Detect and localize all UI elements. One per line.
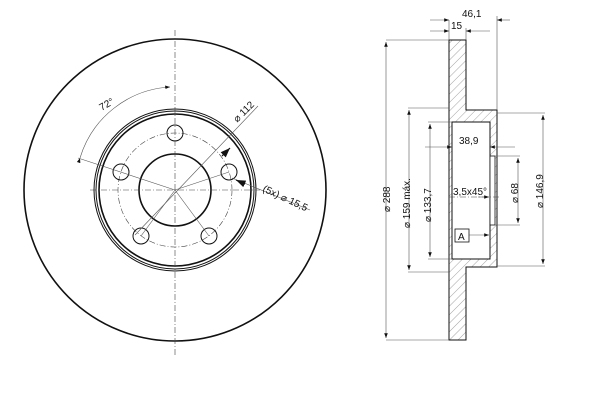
diameter-max-label: ⌀ 159 máx. xyxy=(402,178,413,228)
thickness-label: 15 xyxy=(451,21,463,32)
overall-height-label: 46,1 xyxy=(462,9,482,20)
hat-diameter-label: ⌀ 146,9 xyxy=(535,174,546,208)
angle-label: 72° xyxy=(98,96,117,113)
bolt-hole xyxy=(132,227,150,245)
holes-label: (5x) ⌀ 15,5 xyxy=(261,184,310,215)
datum-box xyxy=(454,228,470,243)
chamfer-label: 3,5x45° xyxy=(453,187,487,198)
bolt-hole xyxy=(220,163,238,181)
diameter-hub-inner-label: ⌀ 133,7 xyxy=(423,188,434,222)
bolt-circle-label: ⌀ 112 xyxy=(232,99,258,125)
bolt-holes xyxy=(112,124,238,245)
front-view: 72° ⌀ 112 (5x) ⌀ 15,5 xyxy=(23,30,327,355)
bolt-circle-dim-line xyxy=(134,105,259,236)
datum-label: A xyxy=(458,232,465,243)
angle-dim-arc xyxy=(76,85,171,164)
center-bore-label: ⌀ 68 xyxy=(510,183,521,203)
center-bore-section xyxy=(489,155,496,226)
side-view: 46,1 15 ⌀ 288 ⌀ 159 máx. ⌀ 133,7 38,9 3,… xyxy=(382,9,546,341)
hub-depth-label: 38,9 xyxy=(459,136,479,147)
bolt-hole xyxy=(200,227,218,245)
bolt-hole xyxy=(112,163,130,181)
diameter-outer-label: ⌀ 288 xyxy=(382,186,393,212)
